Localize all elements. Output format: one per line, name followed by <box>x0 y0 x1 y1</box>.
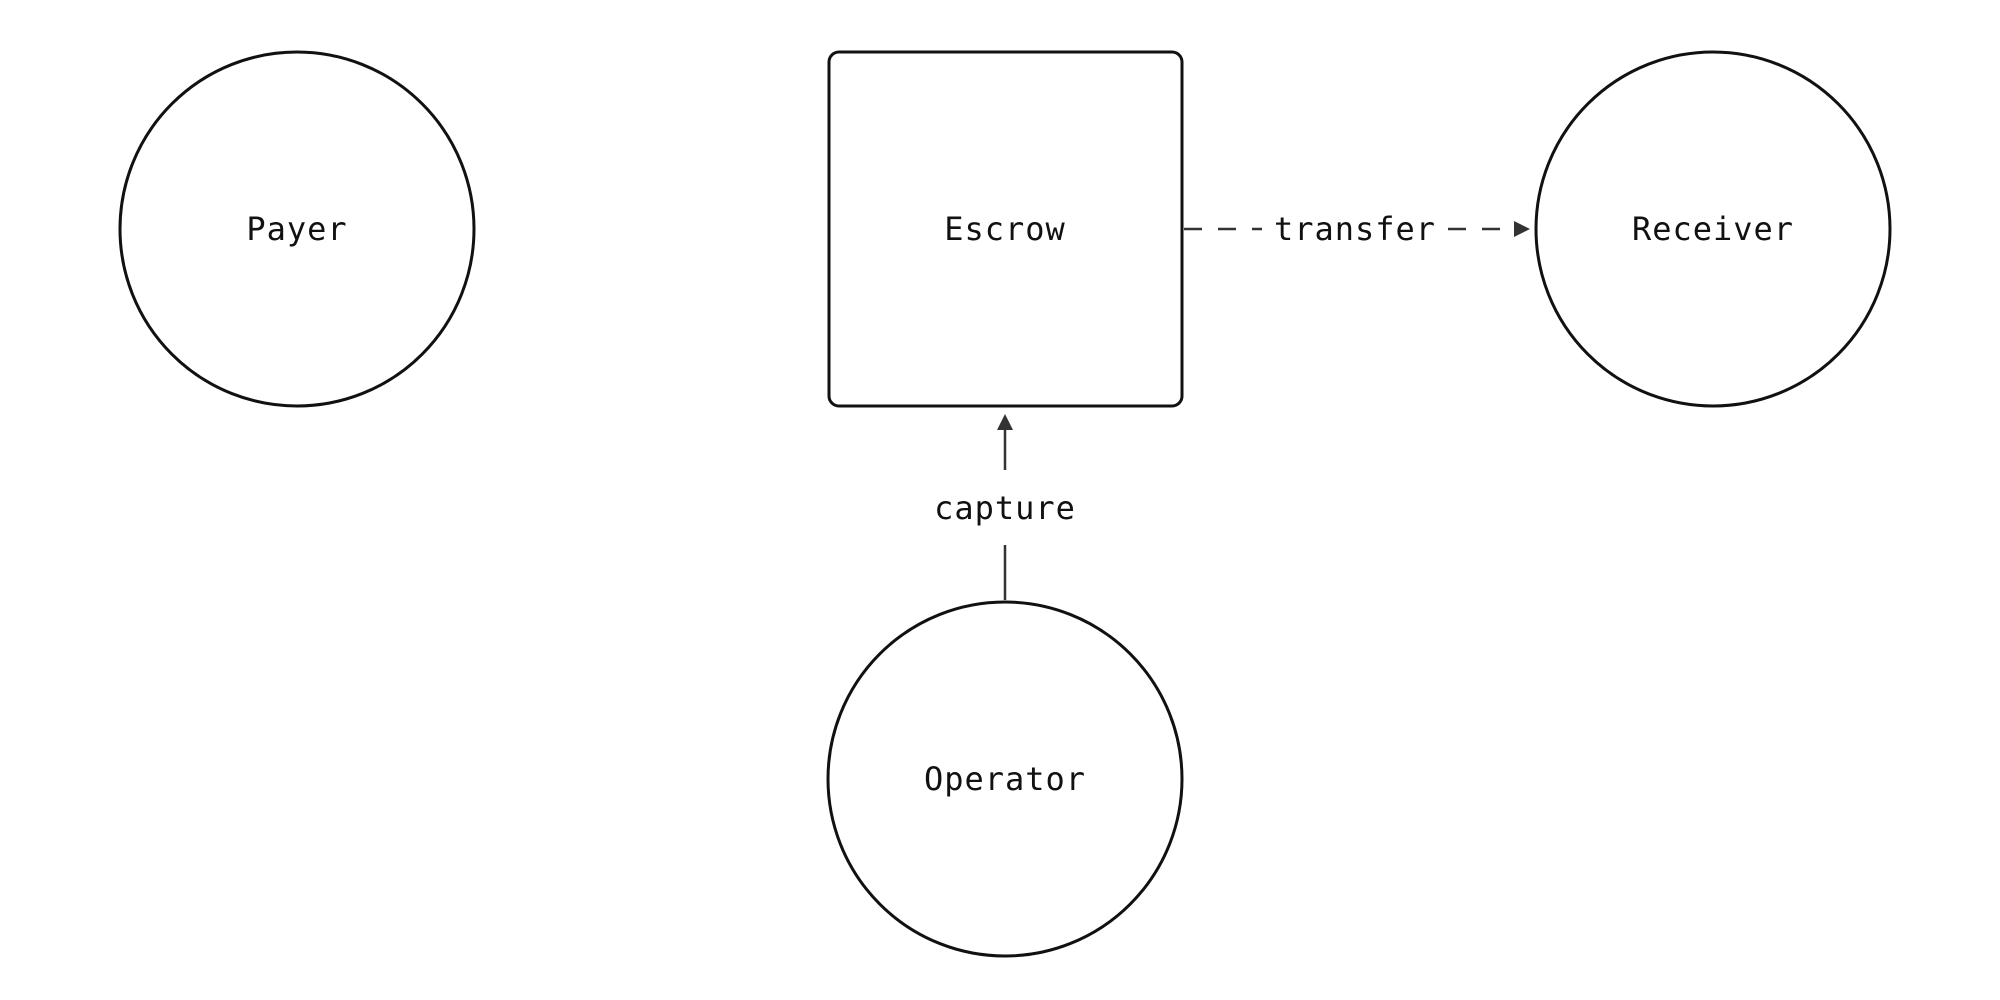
transfer-edge: transfer <box>1184 210 1530 248</box>
operator-circle <box>826 600 1184 958</box>
payer-circle <box>118 50 476 408</box>
receiver-circle <box>1534 50 1892 408</box>
payer-node: Payer <box>118 50 476 408</box>
capture-arrowhead-icon <box>997 414 1013 430</box>
payer-label: Payer <box>246 210 347 248</box>
operator-label: Operator <box>924 760 1086 798</box>
receiver-label: Receiver <box>1632 210 1794 248</box>
transfer-arrowhead-icon <box>1514 221 1530 237</box>
receiver-node: Receiver <box>1534 50 1892 408</box>
operator-node: Operator <box>826 600 1184 958</box>
transfer-label: transfer <box>1274 210 1436 248</box>
escrow-label: Escrow <box>944 210 1066 248</box>
capture-edge: capture <box>934 414 1076 600</box>
escrow-node: Escrow <box>827 50 1184 408</box>
capture-label: capture <box>934 489 1076 527</box>
escrow-box <box>827 50 1184 408</box>
